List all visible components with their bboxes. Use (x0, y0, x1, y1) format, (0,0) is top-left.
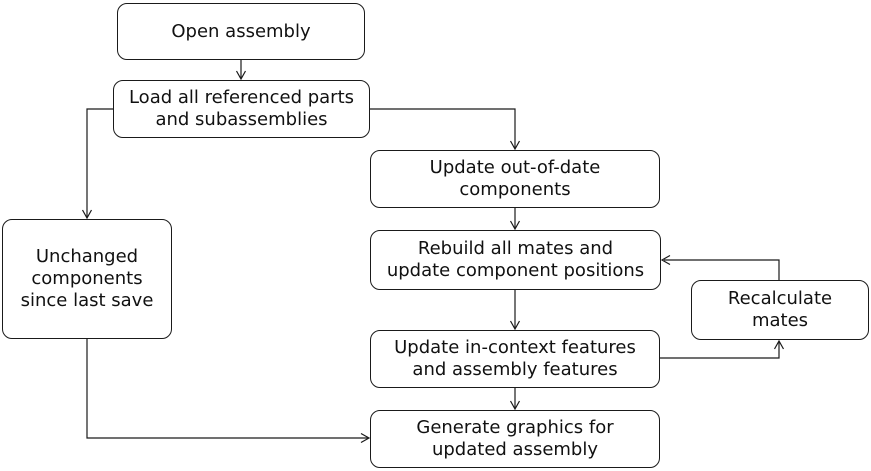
node-label: Recalculate mates (727, 288, 833, 331)
arrowhead-down-icon (509, 220, 521, 231)
arrowhead-up-icon (773, 339, 785, 350)
node-label: Open assembly (171, 20, 311, 42)
node-unchanged-components: Unchanged components since last save (2, 219, 172, 339)
node-label: Load all referenced parts and subassembl… (128, 87, 355, 130)
edge-features-to-recalc (660, 342, 780, 359)
edge-load-to-update-ood (370, 108, 516, 148)
edge-load-to-unchanged (86, 108, 113, 217)
arrowhead-left-icon (660, 254, 671, 266)
node-generate-graphics: Generate graphics for updated assembly (370, 410, 660, 468)
arrowhead-down-icon (509, 400, 521, 411)
node-rebuild-all-mates: Rebuild all mates and update component p… (370, 230, 661, 290)
node-label: Update out-of-date components (429, 157, 601, 200)
arrowhead-down-icon (81, 209, 93, 220)
node-update-out-of-date-components: Update out-of-date components (370, 150, 660, 208)
arrowhead-right-icon (360, 432, 371, 444)
edge-recalc-to-rebuild (664, 259, 780, 280)
node-recalculate-mates: Recalculate mates (691, 280, 869, 340)
arrowhead-down-icon (509, 140, 521, 151)
node-label: Generate graphics for updated assembly (416, 417, 614, 460)
edge-unchanged-to-graphics (86, 339, 368, 439)
arrowhead-down-icon (235, 70, 247, 81)
node-open-assembly: Open assembly (117, 3, 365, 60)
node-label: Update in-context features and assembly … (394, 337, 636, 380)
node-update-in-context-features: Update in-context features and assembly … (370, 330, 660, 388)
node-label: Rebuild all mates and update component p… (386, 238, 645, 281)
node-label: Unchanged components since last save (20, 246, 154, 311)
arrowhead-down-icon (509, 320, 521, 331)
node-load-referenced-parts: Load all referenced parts and subassembl… (113, 80, 370, 138)
